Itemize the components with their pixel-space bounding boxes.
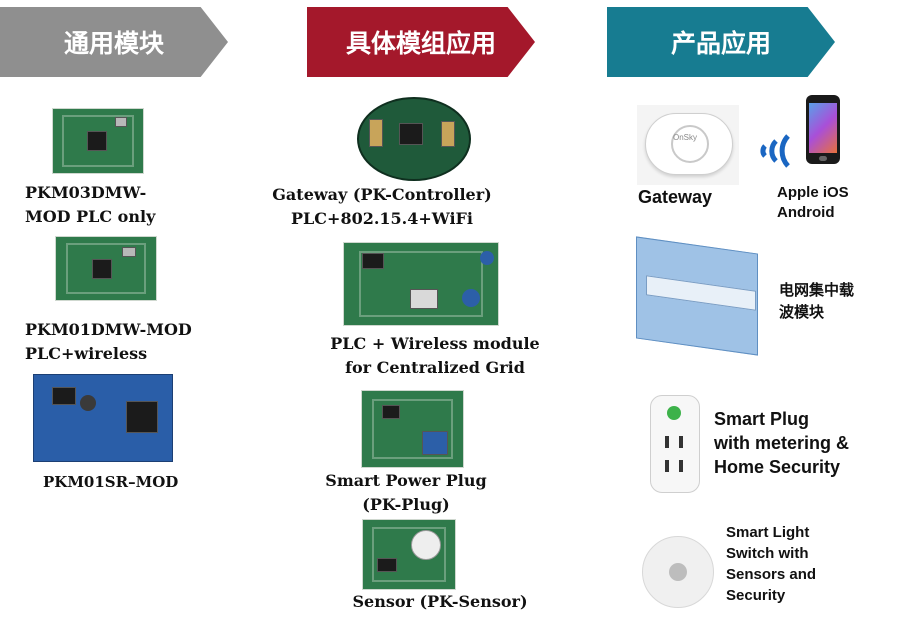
- pkm01dmw-module-photo: [55, 236, 157, 301]
- pkm01sr-module-photo: [33, 374, 173, 462]
- smart-power-plug-board-photo: [361, 390, 464, 468]
- smart-light-label-line4: Security: [726, 587, 786, 604]
- pkm01sr-label-line1: PKM01SR–MOD: [43, 473, 179, 491]
- smart-light-label-line2: Switch with: [726, 545, 809, 562]
- gateway-controller-board-photo: [347, 93, 478, 181]
- banner-product-label: 产品应用: [670, 29, 771, 58]
- smart-light-label-line1: Smart Light: [726, 524, 810, 541]
- pkm03dmw-module-photo: [52, 108, 144, 174]
- sensor-label: Sensor (PK-Sensor): [320, 590, 560, 614]
- plc-wireless-grid-board-photo: [343, 242, 499, 326]
- pkm01dmw-label: PKM01DMW-MOD PLC+wireless: [25, 318, 192, 366]
- smart-light-label: Smart Light Switch with Sensors and Secu…: [726, 522, 816, 606]
- gateway-controller-label-line2: PLC+802.15.4+WiFi: [291, 209, 473, 228]
- banner-specific-applications: 具体模组应用: [307, 7, 535, 77]
- grid-concentrator-label-line2: 波模块: [779, 304, 825, 321]
- banner-specific-label: 具体模组应用: [345, 29, 496, 58]
- mobile-os-label: Apple iOS Android: [777, 183, 849, 223]
- gateway-device-photo: OnSky: [637, 105, 739, 185]
- smart-plug-device-photo: [650, 395, 700, 493]
- grid-concentrator-label-line1: 电网集中载: [779, 282, 855, 299]
- smartphone-photo: [806, 95, 840, 164]
- smart-power-plug-label-line2: (PK-Plug): [362, 495, 450, 514]
- pkm03dmw-label: PKM03DMW- MOD PLC only: [25, 181, 155, 229]
- smart-power-plug-label: Smart Power Plug (PK-Plug): [296, 469, 516, 517]
- gateway-controller-label: Gateway (PK-Controller) PLC+802.15.4+WiF…: [262, 183, 502, 231]
- pkm01sr-label: PKM01SR–MOD: [43, 470, 178, 494]
- sensor-board-photo: [362, 519, 456, 590]
- pkm01dmw-label-line2: PLC+wireless: [25, 344, 148, 363]
- smart-light-sensor-photo: [642, 536, 714, 608]
- grid-concentrator-module-photo: [630, 235, 766, 356]
- smart-plug-label-line3: Home Security: [714, 457, 841, 477]
- plc-wireless-grid-label-line1: PLC + Wireless module: [330, 334, 540, 353]
- plc-wireless-grid-label: PLC + Wireless module for Centralized Gr…: [305, 332, 565, 380]
- plc-wireless-grid-label-line2: for Centralized Grid: [345, 358, 525, 377]
- sensor-label-line1: Sensor (PK-Sensor): [352, 592, 528, 611]
- mobile-os-label-line1: Apple iOS: [777, 184, 849, 201]
- gateway-logo-text: OnSky: [673, 133, 698, 142]
- banner-general-label: 通用模块: [63, 29, 164, 58]
- gateway-product-label: Gateway: [638, 187, 713, 207]
- smart-light-label-line3: Sensors and: [726, 566, 817, 583]
- pkm01dmw-label-line1: PKM01DMW-MOD: [25, 320, 192, 339]
- mobile-os-label-line2: Android: [777, 204, 835, 221]
- banner-product-applications: 产品应用: [607, 7, 835, 77]
- gateway-controller-label-line1: Gateway (PK-Controller): [272, 185, 492, 204]
- banner-general-modules: 通用模块: [0, 7, 228, 77]
- smart-plug-label-line2: with metering &: [714, 433, 850, 453]
- smart-power-plug-label-line1: Smart Power Plug: [325, 471, 487, 490]
- wireless-signal-icon: [760, 134, 790, 168]
- smart-plug-label-line1: Smart Plug: [714, 409, 810, 429]
- smart-plug-label: Smart Plug with metering & Home Security: [714, 407, 849, 479]
- pkm03dmw-label-line2: MOD PLC only: [25, 207, 156, 226]
- grid-concentrator-label: 电网集中载 波模块: [779, 280, 854, 324]
- pkm03dmw-label-line1: PKM03DMW-: [25, 183, 147, 202]
